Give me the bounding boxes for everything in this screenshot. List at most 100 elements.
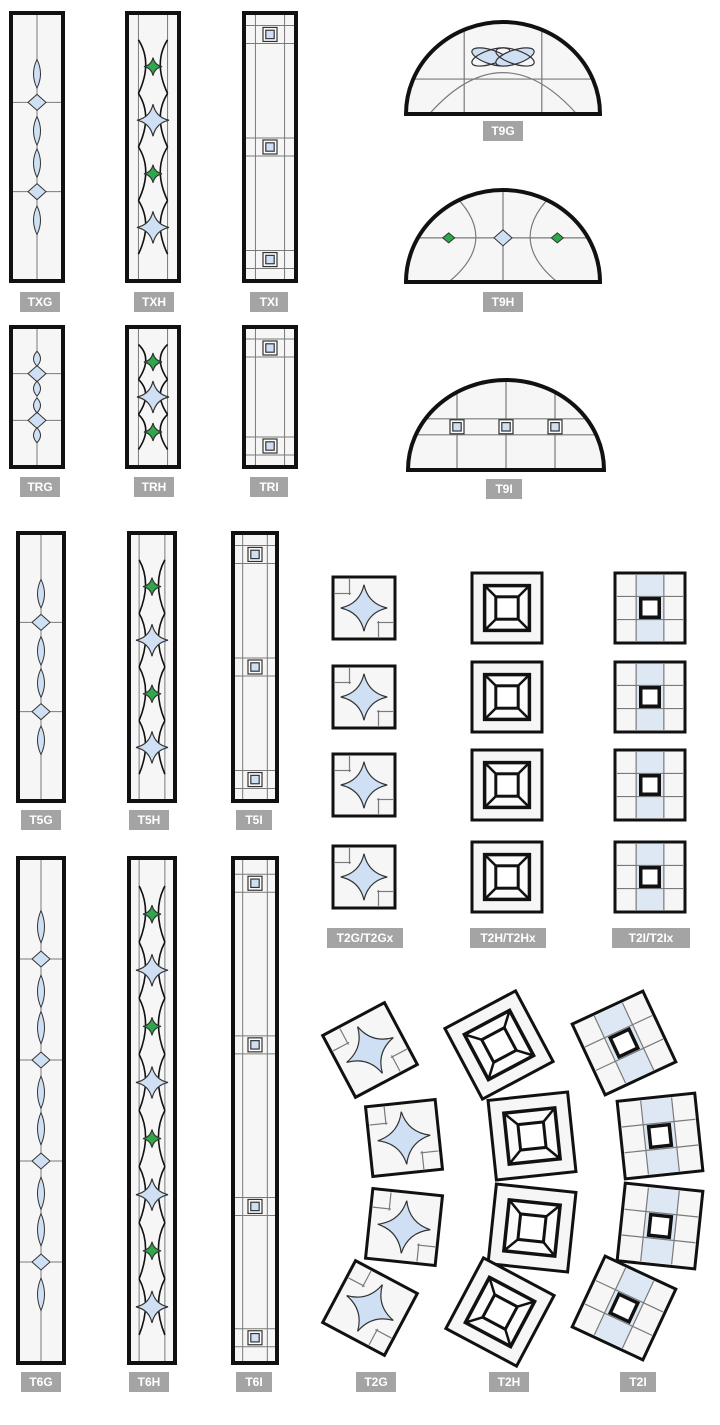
- bevel-corner: [483, 707, 497, 721]
- panel-t5h: [127, 531, 177, 803]
- bevel-star: [136, 380, 170, 414]
- square-jewel: [498, 419, 514, 435]
- tilted-panel-6: [486, 1090, 578, 1182]
- bevel-corner: [517, 795, 531, 809]
- lead-line: [390, 1048, 408, 1059]
- jewel-inner: [265, 142, 275, 152]
- bevel-corner: [516, 1300, 535, 1308]
- label-t6g: T6G: [21, 1372, 61, 1392]
- curved-lead: [138, 559, 147, 614]
- square-jewel: [262, 340, 278, 356]
- side-lead: [640, 1100, 650, 1175]
- green-jewel: [142, 1129, 162, 1148]
- bevel-diamond: [31, 950, 51, 968]
- tilted-panel-3: [363, 1186, 445, 1268]
- curved-lead: [138, 885, 147, 943]
- bevel-lens: [33, 204, 41, 236]
- curved-lead: [137, 413, 147, 450]
- lead-line: [332, 1041, 350, 1052]
- square-jewel: [639, 774, 661, 796]
- side-lead: [593, 1015, 627, 1084]
- bevel-corner: [517, 707, 531, 721]
- cross-lead: [621, 1118, 696, 1128]
- cross-lead: [584, 1015, 653, 1048]
- bevel-star: [135, 1178, 169, 1211]
- cross-lead: [624, 1208, 699, 1218]
- tilted-panel-2: [363, 1097, 445, 1179]
- lead-line: [416, 1243, 420, 1262]
- tilted-panel-11: [615, 1181, 705, 1271]
- bevel-corner: [483, 887, 497, 901]
- square-jewel: [247, 659, 263, 675]
- bevel-corner: [487, 1061, 495, 1080]
- bevel-corner: [517, 853, 531, 867]
- bevel-corner: [517, 584, 531, 598]
- panel-tri: [242, 325, 298, 469]
- square-jewel: [262, 139, 278, 155]
- jewel-inner: [265, 343, 275, 353]
- bevel-lens: [33, 397, 41, 414]
- cross-lead: [595, 1038, 664, 1071]
- bevel-lens: [33, 58, 41, 90]
- green-jewel: [142, 684, 162, 703]
- tilted-panel-body: [363, 1097, 445, 1179]
- square-jewel: [639, 686, 661, 708]
- cross-lead: [595, 1280, 664, 1313]
- bevel-lens: [37, 1276, 45, 1312]
- square-jewel: [607, 1026, 641, 1060]
- bevel-lens: [33, 380, 41, 397]
- curved-lead: [157, 885, 166, 943]
- bevel-corner: [545, 1146, 561, 1160]
- bevel-diamond: [31, 1253, 51, 1271]
- bevel-star: [377, 1111, 431, 1165]
- green-jewel: [142, 1017, 162, 1036]
- panel-txh: [125, 11, 181, 283]
- lead-line: [369, 1122, 388, 1126]
- square-jewel: [547, 419, 563, 435]
- panel-t2i-1: [613, 571, 687, 645]
- side-lead: [670, 1097, 680, 1172]
- bevel-star: [346, 1284, 394, 1332]
- bevel-lens: [37, 1010, 45, 1046]
- bevel-star: [135, 624, 169, 657]
- panel-t2h-2: [470, 660, 544, 734]
- bevel-star: [136, 211, 170, 244]
- tilted-panel-7: [486, 1182, 578, 1274]
- jewel-inner: [250, 1201, 260, 1212]
- lead-line: [383, 1106, 387, 1126]
- bevel-square-inner: [494, 772, 520, 798]
- lead-line: [368, 1328, 379, 1346]
- jewel-inner: [265, 29, 275, 40]
- curved-lead: [138, 1110, 147, 1167]
- square-jewel: [262, 251, 278, 268]
- tilted-panel-9: [570, 989, 678, 1097]
- arch-frame: [403, 20, 603, 116]
- label-t2i-t2ix: T2I/T2Ix: [612, 928, 690, 948]
- jewel-inner: [250, 662, 260, 672]
- square-panels: [331, 571, 687, 914]
- lead-line: [361, 1270, 372, 1288]
- tilted-square-panels: [320, 988, 705, 1369]
- bevel-diamond: [31, 1051, 51, 1069]
- panel-t2g-4: [331, 844, 397, 910]
- bevel-corner: [508, 1149, 522, 1165]
- tilted-panel-5: [442, 988, 556, 1102]
- knot-loop: [495, 47, 535, 67]
- label-t2g: T2G: [356, 1372, 396, 1392]
- curved-lead: [138, 1222, 147, 1280]
- square-jewel: [607, 1291, 641, 1325]
- curved-lead: [137, 146, 147, 201]
- tilted-panel-12: [570, 1254, 678, 1362]
- curved-lead: [159, 343, 169, 380]
- green-jewel: [441, 232, 456, 244]
- arch-frame: [405, 378, 607, 472]
- label-t6i: T6I: [236, 1372, 272, 1392]
- square-jewel: [247, 771, 263, 788]
- bevel-star: [135, 1066, 169, 1099]
- bevel-corner: [517, 618, 531, 632]
- bevel-star: [340, 673, 388, 721]
- label-t2i: T2I: [620, 1372, 656, 1392]
- bevel-corner: [515, 1049, 534, 1057]
- panel-t2i-2: [613, 660, 687, 734]
- label-trg: TRG: [20, 477, 60, 497]
